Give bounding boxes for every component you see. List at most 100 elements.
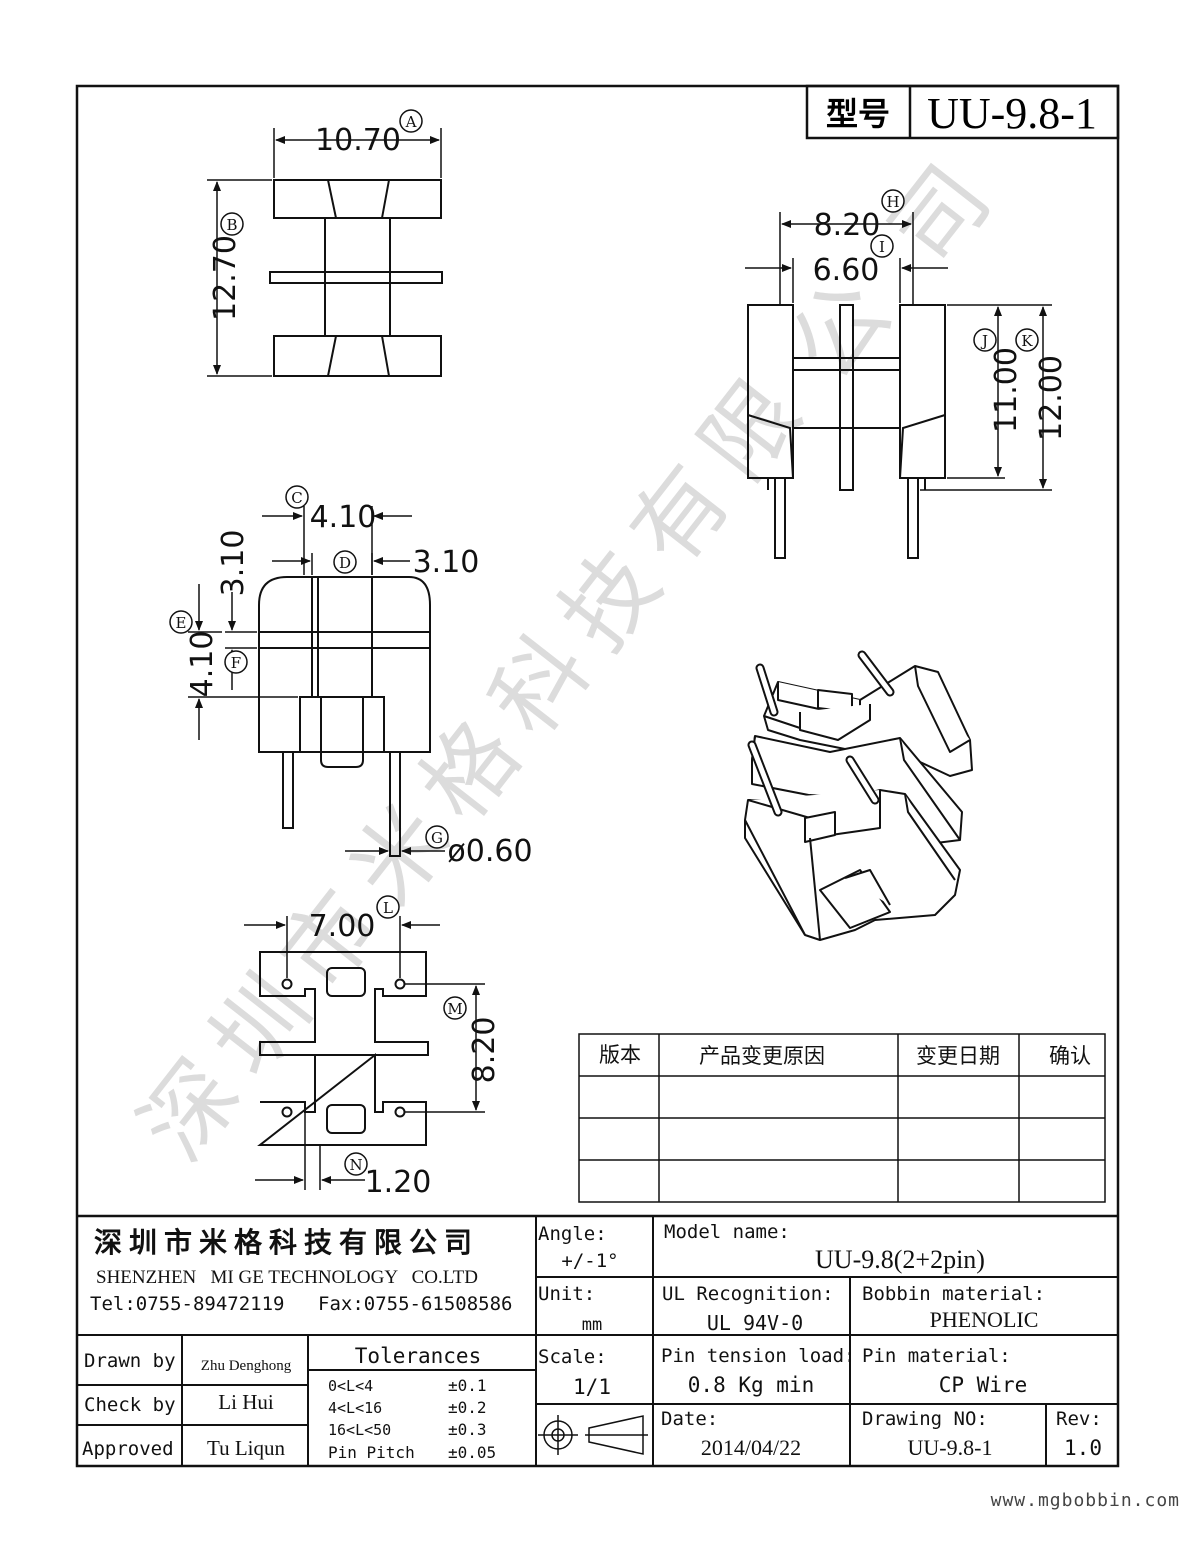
marker-H: H (886, 193, 899, 211)
dim-K-value: 12.00 (1034, 355, 1069, 441)
date-value: 2014/04/22 (701, 1435, 801, 1460)
dim-H-value: 8.20 (814, 208, 881, 243)
tolerance-value: ±0.1 (448, 1376, 487, 1395)
rev-label: Rev: (1056, 1408, 1102, 1430)
end-view (258, 576, 431, 857)
dim-M: 8.20 M (405, 983, 502, 1113)
dim-L: 7.00 L (244, 895, 440, 978)
projection-symbol-icon (538, 1415, 648, 1455)
watermark-char: 司 (870, 146, 1011, 284)
marker-D: D (339, 554, 351, 572)
angle-label: Angle: (538, 1223, 607, 1245)
dim-I-value: 6.60 (813, 253, 880, 288)
model-value: UU-9.8-1 (927, 89, 1097, 138)
dim-G: ø0.60 G (345, 825, 533, 869)
marker-I: I (879, 238, 885, 256)
dim-N: 1.20 N (255, 1112, 431, 1200)
dim-I: 6.60 I (745, 234, 948, 303)
date-label: Date: (661, 1408, 718, 1430)
company-fax: Fax:0755-61508586 (318, 1293, 512, 1315)
title-block (77, 1214, 1118, 1466)
approved-by-value: Tu Liqun (207, 1436, 286, 1460)
dim-C: 4.10 C (262, 485, 412, 575)
angle-value: +/-1° (561, 1250, 618, 1272)
bobbin-value: PHENOLIC (930, 1307, 1039, 1332)
marker-N: N (349, 1156, 362, 1174)
dim-L-value: 7.00 (309, 909, 376, 944)
marker-A: A (405, 113, 417, 131)
marker-J: J (980, 332, 988, 350)
dim-B: 12.70 B (207, 179, 272, 377)
website-url: www.mgbobbin.com (991, 1490, 1180, 1511)
marker-L: L (383, 899, 393, 917)
ul-value: UL 94V-0 (707, 1311, 803, 1335)
drawn-by-label: Drawn by (84, 1350, 176, 1372)
marker-B: B (226, 216, 237, 234)
dim-K: 12.00 K (920, 306, 1069, 491)
tolerances-title: Tolerances (355, 1344, 481, 1368)
drawn-by-value: Zhu Denghong (201, 1358, 292, 1374)
marker-K: K (1021, 332, 1033, 350)
tolerance-value: ±0.3 (448, 1420, 487, 1439)
model-box: 型号 UU-9.8-1 (805, 84, 1120, 140)
bottom-view (257, 951, 429, 1146)
dim-A: 10.70 A (273, 109, 442, 178)
drawing-no-label: Drawing NO: (862, 1408, 988, 1430)
tolerance-value: ±0.05 (448, 1443, 496, 1462)
dim-N-value: 1.20 (365, 1165, 432, 1200)
dim-M-value: 8.20 (467, 1017, 502, 1084)
approved-label: Approved (82, 1438, 174, 1460)
tolerance-value: ±0.2 (448, 1398, 487, 1417)
marker-M: M (447, 1000, 462, 1018)
watermark: 深 圳 市 米 格 科 技 有 限 公 司 (120, 146, 1011, 1179)
check-by-value: Li Hui (218, 1390, 274, 1414)
rev-header-confirm: 确认 (1049, 1044, 1091, 1068)
dim-E-value: 3.10 (216, 530, 251, 597)
isometric-view (744, 650, 973, 941)
rev-header-reason: 产品变更原因 (699, 1044, 825, 1068)
rev-header-version: 版本 (599, 1043, 641, 1067)
pin-material-value: CP Wire (939, 1373, 1028, 1397)
dim-J-value: 11.00 (989, 347, 1024, 433)
dim-B-value: 12.70 (208, 235, 243, 321)
company-tel: Tel:0755-89472119 (90, 1293, 284, 1315)
bobbin-label: Bobbin material: (862, 1283, 1045, 1305)
model-label: 型号 (826, 95, 890, 133)
drawing-no-value: UU-9.8-1 (908, 1435, 993, 1460)
pin-material-label: Pin material: (862, 1345, 1011, 1367)
marker-F: F (231, 654, 241, 672)
front-view (269, 179, 443, 377)
dim-D: 3.10 D (272, 545, 479, 580)
rev-header-date: 变更日期 (916, 1044, 1000, 1068)
dim-J: 11.00 J (947, 304, 1052, 479)
tolerance-range: 0<L<4 (328, 1377, 373, 1395)
marker-C: C (291, 489, 302, 507)
revision-table: 版本 产品变更原因 变更日期 确认 (578, 1033, 1106, 1203)
tolerance-range: 4<L<16 (328, 1399, 382, 1417)
scale-label: Scale: (538, 1346, 607, 1368)
tolerance-range: 16<L<50 (328, 1421, 391, 1439)
outer-frame (75, 84, 1120, 1468)
company-name-en: SHENZHEN MI GE TECHNOLOGY CO.LTD (96, 1267, 478, 1288)
tolerance-range: Pin Pitch (328, 1443, 415, 1462)
unit-label: Unit: (538, 1283, 595, 1305)
scale-value: 1/1 (573, 1375, 611, 1399)
dim-E: 3.10 E (169, 530, 257, 690)
check-by-label: Check by (84, 1394, 176, 1416)
model-name-label: Model name: (664, 1221, 790, 1243)
ul-label: UL Recognition: (662, 1283, 834, 1305)
dim-C-value: 4.10 (310, 500, 377, 535)
marker-G: G (431, 829, 443, 847)
tolerances-table: Tolerances 0<L<4 ±0.1 4<L<16 ±0.2 16<L<5… (328, 1344, 496, 1462)
marker-E: E (176, 614, 187, 632)
model-name-value: UU-9.8(2+2pin) (815, 1245, 985, 1274)
dim-F: 4.10 F (185, 584, 298, 740)
dim-F-value: 4.10 (185, 631, 220, 698)
company-name-cn: 深圳市米格科技有限公司 (94, 1226, 479, 1259)
pin-tension-value: 0.8 Kg min (688, 1373, 814, 1397)
rev-value: 1.0 (1064, 1436, 1102, 1460)
dim-D-value: 3.10 (413, 545, 480, 580)
dim-A-value: 10.70 (315, 123, 401, 158)
pin-tension-label: Pin tension load: (661, 1345, 855, 1367)
